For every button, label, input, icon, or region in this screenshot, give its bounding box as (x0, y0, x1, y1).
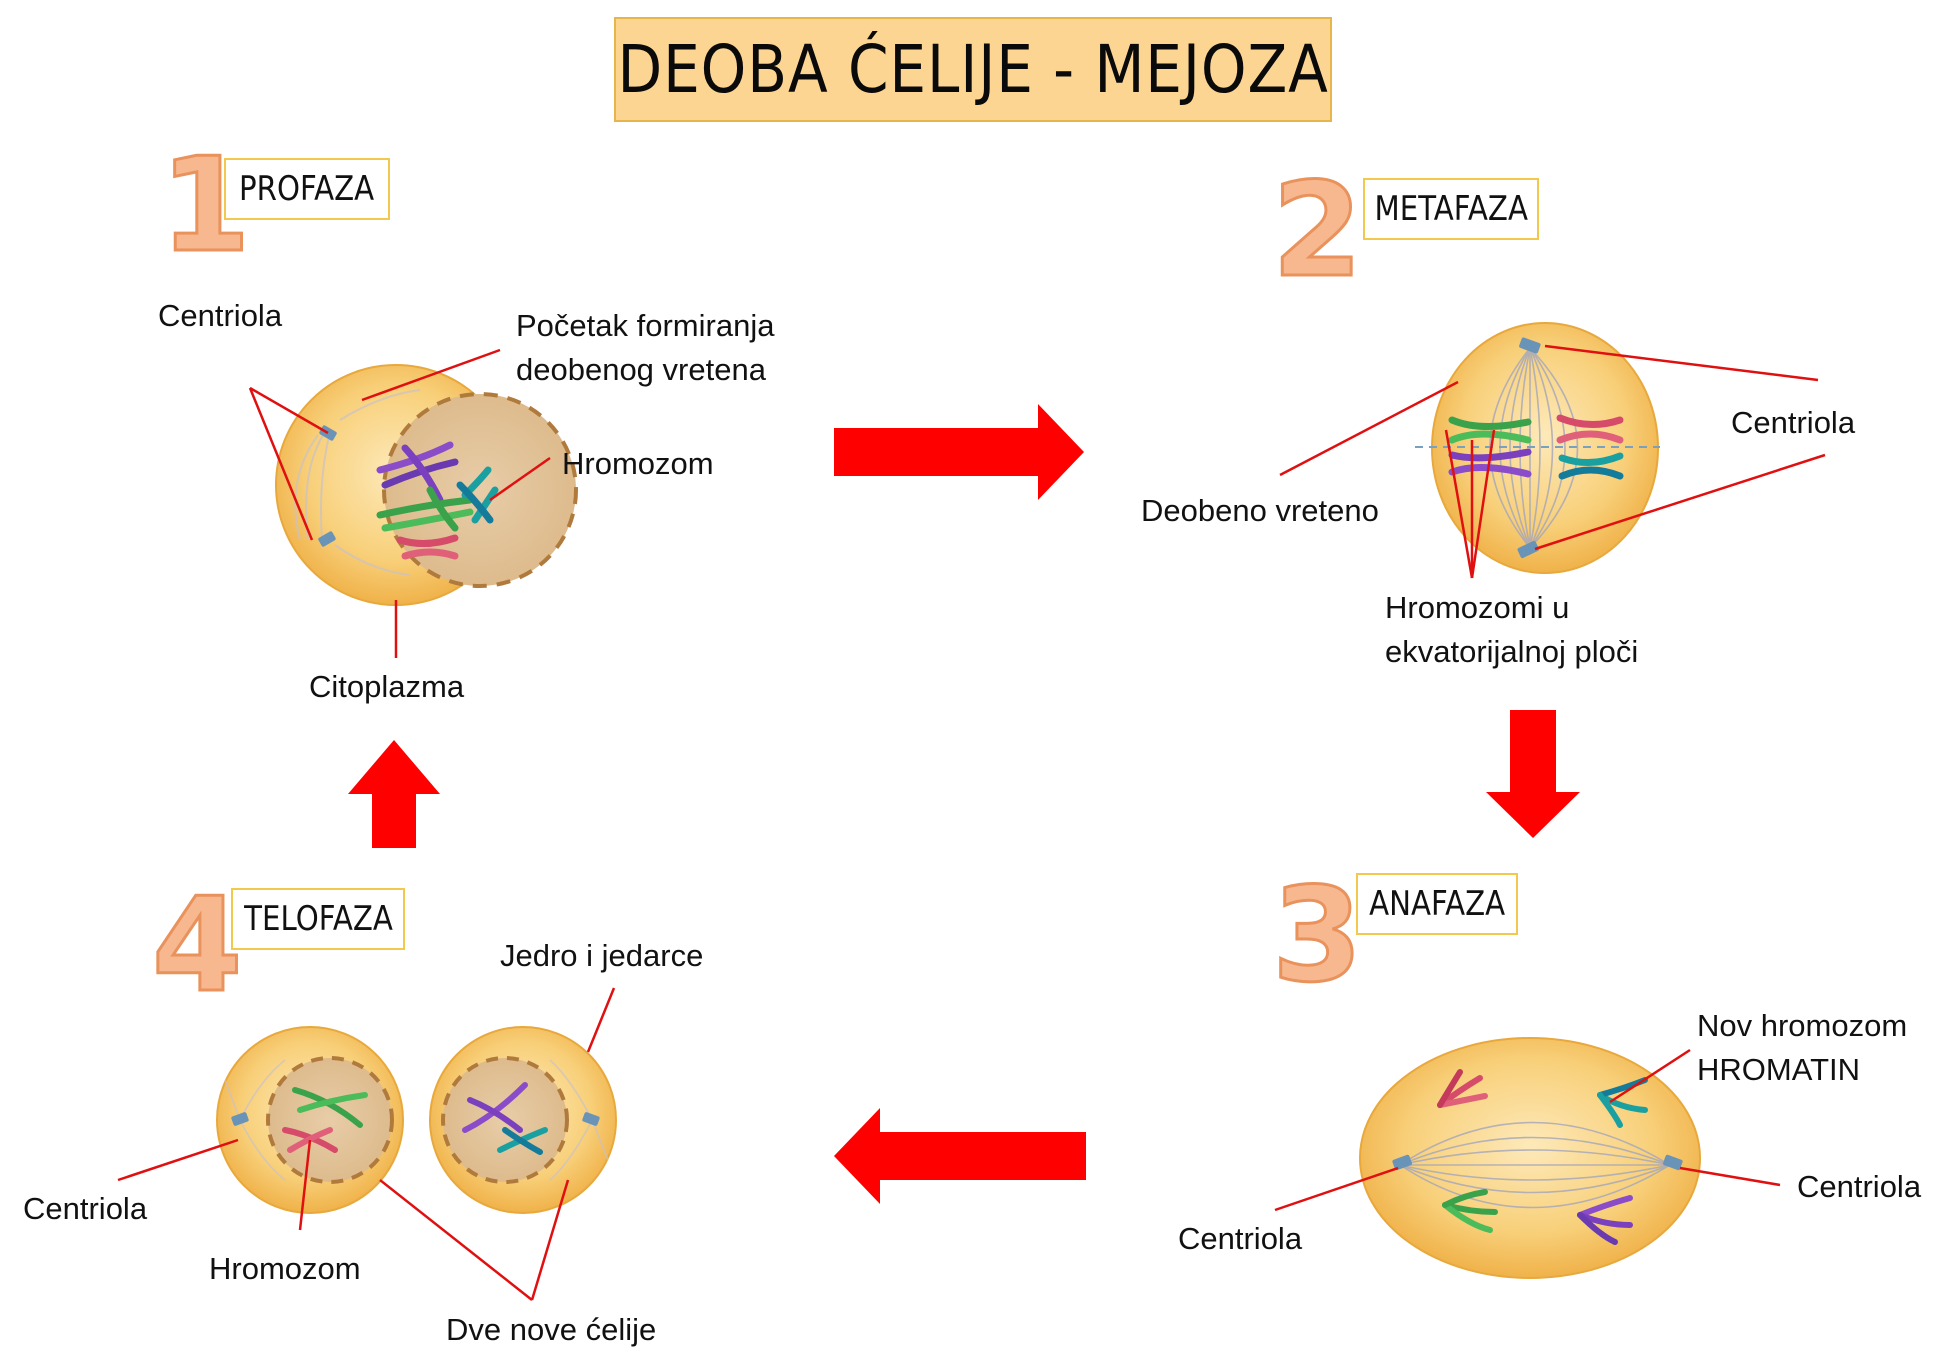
pointer-p4-chromosome (298, 1139, 312, 1231)
page-title: DEOBA ĆELIJE - MEJOZA (617, 31, 1329, 108)
pointer-p2-chrom-c (1470, 429, 1496, 579)
label-p2-centriola: Centriola (1731, 405, 1856, 440)
phase-name-telophase: TELOFAZA (243, 899, 393, 939)
phase-name-anaphase: ANAFAZA (1368, 884, 1506, 924)
pointer-lines (117, 344, 1826, 1301)
pointer-p4-two-cells-b (530, 1179, 570, 1301)
label-p1-spindle-line1: Početak formiranja (516, 308, 775, 343)
label-p2-chromosomes-line2: ekvatorijalnoj ploči (1385, 634, 1639, 669)
arrow-down (1486, 710, 1580, 838)
arrow-right (834, 404, 1084, 500)
pointer-p4-nucleus (586, 987, 616, 1053)
cell-telophase-right (429, 1026, 617, 1214)
label-p3-new-chromosome-line1: Nov hromozom (1697, 1008, 1908, 1043)
phase-label-prophase: PROFAZA (224, 158, 390, 220)
pointer-p2-centriola-top (1544, 344, 1819, 382)
phase-name-prophase: PROFAZA (239, 169, 375, 209)
page-title-box: DEOBA ĆELIJE - MEJOZA (614, 17, 1332, 122)
pointer-p1-spindle (361, 348, 501, 402)
pointer-p2-spindle (1279, 380, 1459, 477)
pointer-p4-centriola (117, 1138, 239, 1182)
phase-number-2: 2 (1272, 154, 1362, 306)
pointer-p4-two-cells-a (379, 1179, 533, 1301)
pointer-p3-new-chrom (1609, 1048, 1691, 1104)
cell-telophase-left (216, 1026, 404, 1214)
phase-label-metaphase: METAFAZA (1363, 178, 1539, 240)
label-p1-chromosome: Hromozom (562, 446, 714, 481)
phase-number-4: 4 (152, 869, 242, 1021)
label-p4-centriola: Centriola (23, 1191, 148, 1226)
phase-number-3: 3 (1272, 859, 1362, 1011)
label-p2-spindle: Deobeno vreteno (1141, 493, 1379, 528)
pointer-p1-centriola-a (249, 386, 329, 435)
label-p4-two-cells: Dve nove ćelije (446, 1312, 657, 1347)
pointer-p1-centriola-b (248, 387, 314, 541)
label-p1-centriola: Centriola (158, 298, 283, 333)
arrow-up (348, 740, 440, 848)
label-p1-spindle-line2: deobenog vretena (516, 352, 766, 387)
pointer-p3-centriola-right (1679, 1166, 1781, 1187)
arrow-left (834, 1108, 1086, 1204)
cell-prophase (275, 364, 578, 606)
label-p3-centriola-right: Centriola (1797, 1169, 1922, 1204)
label-p2-chromosomes-line1: Hromozomi u (1385, 590, 1570, 625)
phase-label-anaphase: ANAFAZA (1356, 873, 1518, 935)
phase-name-metaphase: METAFAZA (1374, 189, 1528, 229)
label-p3-centriola-left: Centriola (1178, 1221, 1303, 1256)
pointer-p3-centriola-left (1274, 1166, 1399, 1212)
label-p1-cytoplasm: Citoplazma (309, 669, 465, 704)
pointer-p1-chromosome (489, 456, 551, 502)
pointer-p2-centriola-bottom (1534, 453, 1826, 551)
cell-anaphase (1359, 1037, 1701, 1279)
phase-label-telophase: TELOFAZA (231, 888, 405, 950)
label-p3-new-chromosome-line2: HROMATIN (1697, 1052, 1861, 1087)
label-p4-nucleus: Jedro i jedarce (500, 938, 704, 973)
label-p4-chromosome: Hromozom (209, 1251, 361, 1286)
cell-metaphase (1415, 322, 1660, 574)
pointer-p2-chrom-a (1444, 429, 1474, 579)
